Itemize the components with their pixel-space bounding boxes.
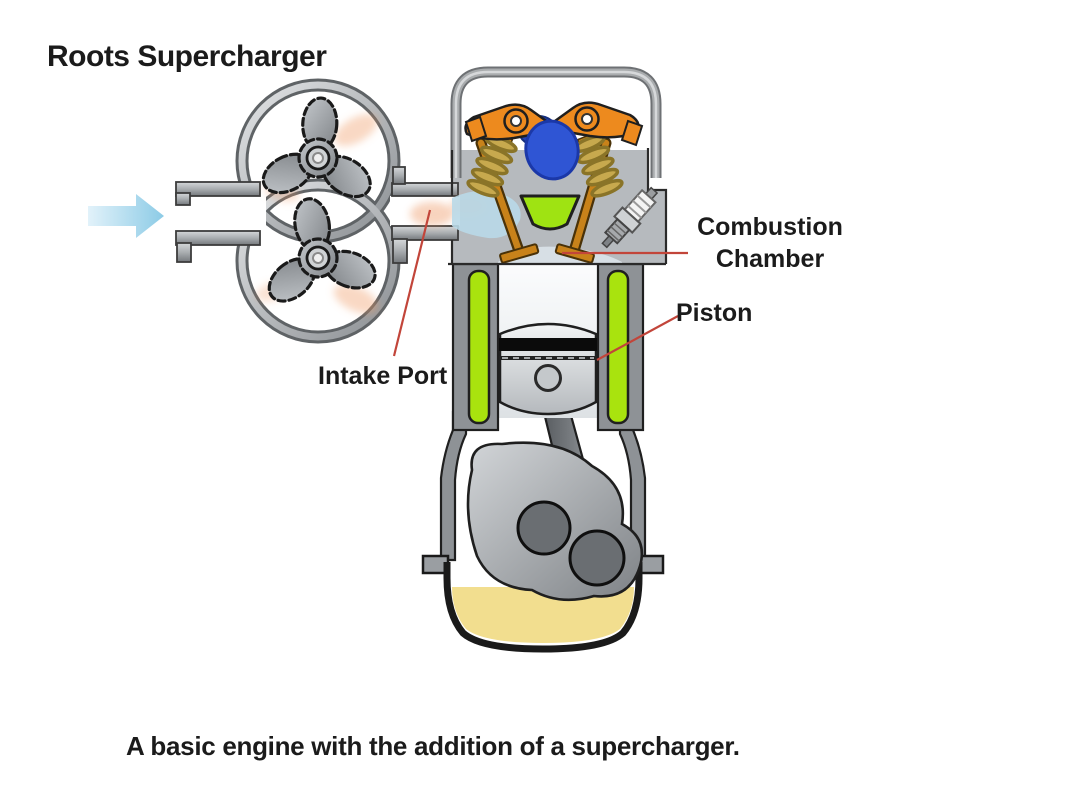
- leader-line-piston: [596, 315, 679, 361]
- crank-journal: [516, 500, 572, 556]
- camshaft-lobe: [524, 119, 580, 181]
- caption: A basic engine with the addition of a su…: [126, 731, 740, 761]
- crank-counterweight: [568, 529, 626, 587]
- leader-line-intake-port: [392, 209, 432, 357]
- head-outline: [448, 148, 668, 266]
- intake-duct: [174, 181, 266, 263]
- coolant-jacket-left: [467, 269, 491, 425]
- supercharger-rotor-top: [261, 96, 372, 199]
- oil-sump-oil: [452, 587, 634, 643]
- intake-valve-head: [499, 243, 540, 264]
- rocker-pad-right: [620, 119, 644, 147]
- intake-duct-wall-top: [175, 181, 261, 197]
- valve-spring-left: [466, 131, 518, 198]
- coolant-jacket-right: [606, 269, 630, 425]
- crankcase-wall-left: [439, 410, 468, 562]
- airflow-arrow-icon: [88, 194, 164, 238]
- label-combustion-chamber: Combustion Chamber: [697, 213, 843, 273]
- discharge-duct-flange-bottom: [392, 238, 408, 264]
- rocker-arm-left: [464, 103, 553, 143]
- intake-port-shape: [519, 194, 581, 231]
- piston-assembly: [498, 322, 598, 416]
- intake-duct-flange-bottom: [176, 242, 192, 263]
- intake-duct-wall-bottom: [175, 230, 261, 246]
- spark-plug: [601, 186, 659, 249]
- intake-duct-flange-top: [175, 192, 191, 206]
- wrist-pin: [534, 364, 562, 392]
- charge-glow: [410, 202, 454, 226]
- rocker-arm-right: [551, 101, 644, 147]
- label-piston: Piston: [676, 299, 753, 327]
- label-intake-port: Intake Port: [318, 362, 448, 390]
- crankcase: [421, 410, 665, 653]
- supercharger-rotor-bottom: [267, 197, 377, 303]
- discharge-duct-wall-top: [391, 182, 459, 197]
- piston-ring-top: [499, 338, 597, 351]
- discharge-duct-flange-top: [392, 166, 406, 185]
- rocker-pad-left: [464, 115, 488, 143]
- valve-cover: [450, 66, 662, 178]
- leader-lines: [392, 209, 688, 361]
- diagram-title: Roots Supercharger: [47, 40, 327, 73]
- spark-plug-tip: [601, 234, 615, 249]
